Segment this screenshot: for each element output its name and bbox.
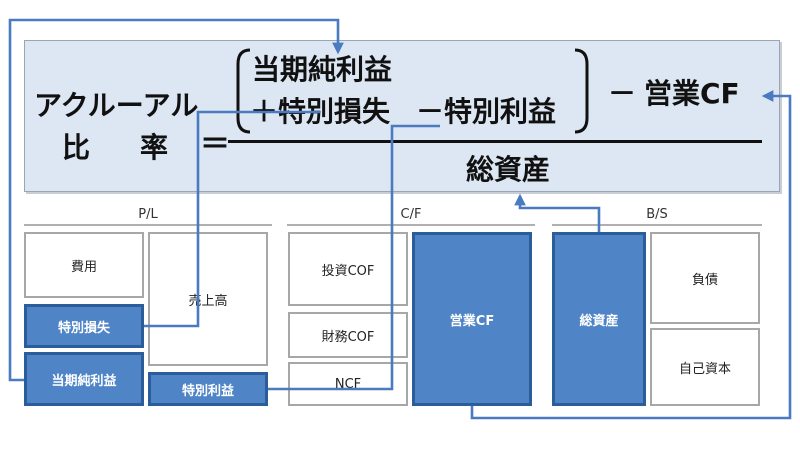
equals-sign: ＝ xyxy=(200,127,230,162)
fraction-bar xyxy=(228,140,762,143)
cf-section-label: C/F xyxy=(400,207,422,222)
cf-ncf-label: NCF xyxy=(334,376,362,392)
pl-special-loss-label: 特別損失 xyxy=(57,320,110,336)
bs-liabilities-box: 負債 xyxy=(650,232,760,324)
cf-ncf-box: NCF xyxy=(288,362,408,406)
accrual-ratio-label: アクルーアル xyxy=(34,89,199,122)
bs-equity-label: 自己資本 xyxy=(678,361,731,377)
bs-total-assets-box: 総資産 xyxy=(552,232,646,406)
bs-section-label: B/S xyxy=(646,207,668,222)
numerator-operating-cf: 営業CF xyxy=(644,77,740,110)
pl-special-gain-box: 特別利益 xyxy=(148,372,268,406)
pl-sales-box: 売上高 xyxy=(148,232,268,366)
numerator-net-income: 当期純利益 xyxy=(252,53,393,86)
bs-equity-box: 自己資本 xyxy=(650,328,760,406)
pl-expenses-box: 費用 xyxy=(24,232,144,298)
pl-special-gain-label: 特別利益 xyxy=(181,383,234,399)
bs-section-rule xyxy=(552,224,762,226)
cf-section-rule xyxy=(287,224,535,226)
cf-financing-box: 財務COF xyxy=(288,312,408,358)
pl-section-label: P/L xyxy=(138,207,158,222)
cf-operating-box: 営業CF xyxy=(412,232,532,406)
minus-sign: － xyxy=(608,77,637,110)
accrual-ratio-label-hi: 比 xyxy=(62,131,91,164)
pl-special-loss-box: 特別損失 xyxy=(24,304,144,348)
pl-net-income-box: 当期純利益 xyxy=(24,352,144,406)
bs-liabilities-label: 負債 xyxy=(691,272,718,288)
accrual-ratio-label-ritsu: 率 xyxy=(140,131,169,164)
cf-investing-label: 投資COF xyxy=(321,263,375,279)
cf-investing-box: 投資COF xyxy=(288,232,408,306)
numerator-plus-special-loss: ＋特別損失 xyxy=(250,95,391,128)
pl-expenses-label: 費用 xyxy=(70,259,97,275)
cf-operating-label: 営業CF xyxy=(449,313,495,329)
numerator-minus-special-gain: －特別利益 xyxy=(416,95,557,128)
pl-section-rule xyxy=(24,224,272,226)
pl-sales-label: 売上高 xyxy=(188,293,228,309)
denominator-total-assets: 総資産 xyxy=(466,153,551,186)
cf-financing-label: 財務COF xyxy=(321,329,375,345)
bs-total-assets-label: 総資産 xyxy=(579,313,619,329)
pl-net-income-label: 当期純利益 xyxy=(51,373,117,389)
